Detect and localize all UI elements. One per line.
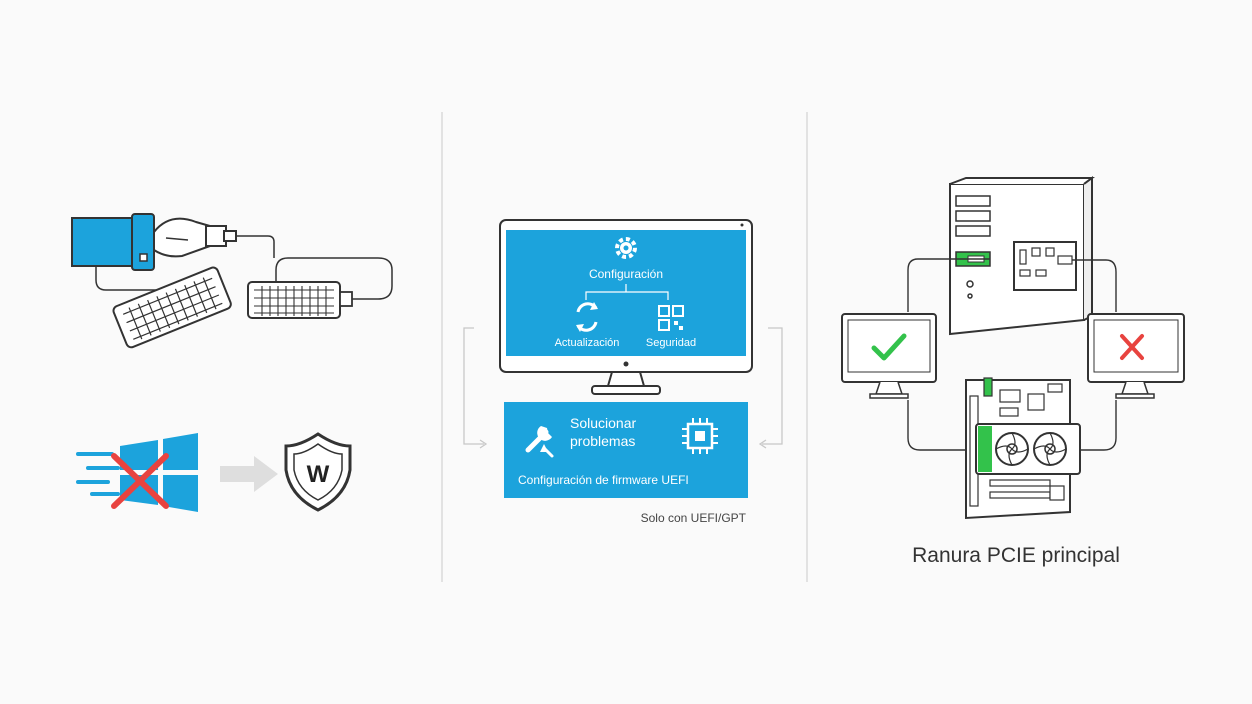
usb-cable-icon bbox=[71, 213, 275, 291]
side-bracket-left bbox=[463, 327, 488, 449]
cross-mark-icon bbox=[111, 453, 169, 509]
wrench-icon bbox=[525, 426, 554, 458]
windows-logo-icon bbox=[120, 433, 198, 512]
side-bracket-right bbox=[758, 327, 783, 449]
arrow-right-icon bbox=[220, 456, 278, 492]
pc-tower-icon bbox=[949, 176, 1095, 336]
uefi-gpt-note: Solo con UEFI/GPT bbox=[641, 511, 747, 525]
shield-w-icon: W bbox=[284, 432, 352, 512]
chip-icon bbox=[682, 418, 718, 454]
connector-lines bbox=[907, 258, 1117, 451]
troubleshoot-label-line2: problemas bbox=[570, 433, 635, 449]
monitor-check-icon bbox=[841, 313, 937, 399]
panel-divider-left bbox=[441, 112, 443, 582]
monitor-x-icon bbox=[1087, 313, 1185, 399]
speed-lines-icon bbox=[76, 452, 120, 496]
pcie-caption: Ranura PCIE principal bbox=[912, 544, 1120, 567]
shield-letter: W bbox=[307, 461, 330, 488]
sync-icon bbox=[576, 302, 598, 332]
troubleshoot-label-line1: Solucionar bbox=[570, 415, 636, 431]
keyboard-icon bbox=[247, 257, 393, 319]
settings-label: Configuración bbox=[589, 267, 663, 281]
tree-connector bbox=[585, 284, 669, 300]
qr-security-icon bbox=[658, 305, 684, 331]
panel-divider-right bbox=[806, 112, 808, 582]
firmware-label: Configuración de firmware UEFI bbox=[518, 473, 689, 487]
update-label: Actualización bbox=[555, 337, 620, 349]
security-label: Seguridad bbox=[646, 337, 696, 349]
motherboard-gpu-icon bbox=[965, 377, 1081, 520]
gear-icon bbox=[615, 237, 637, 259]
keyboard-icon bbox=[112, 266, 232, 349]
